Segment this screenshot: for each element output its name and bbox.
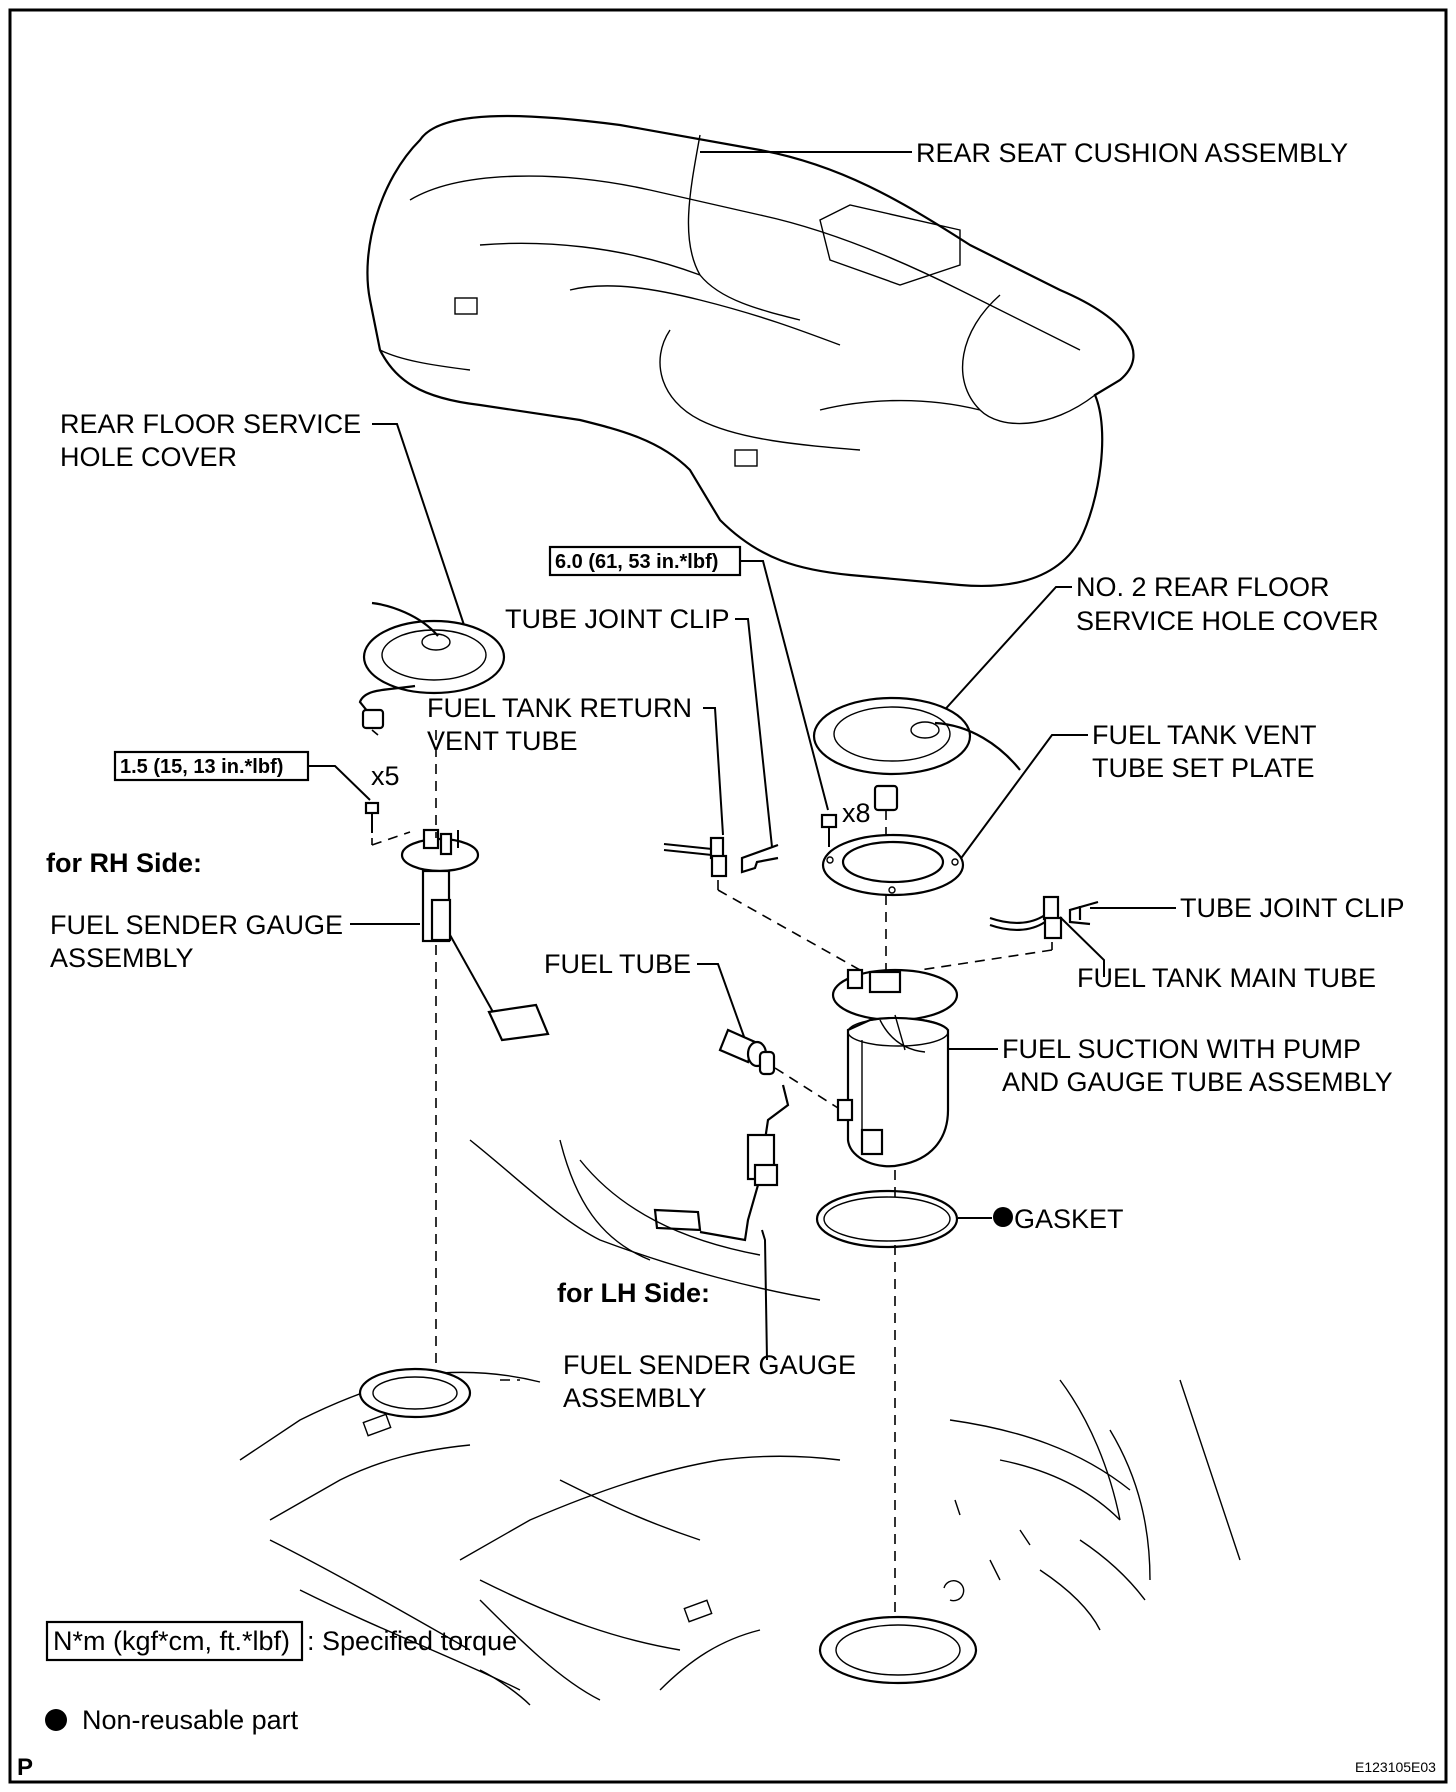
label-return-vent-line2: VENT TUBE xyxy=(427,726,578,756)
tube-joint-clip-right-drawing xyxy=(1068,900,1099,926)
torque-box-6-0 xyxy=(548,545,742,577)
legend-nonreusable-text: Non-reusable part xyxy=(82,1705,299,1735)
label-sender-lh-line1: FUEL SENDER GAUGE xyxy=(563,1350,856,1380)
rear-seat-cushion-drawing xyxy=(366,114,1135,587)
tube-joint-clip-left-drawing xyxy=(740,843,779,874)
figure-id: E123105E03 xyxy=(1355,1759,1436,1775)
fuel-tank-return-vent-tube-drawing xyxy=(663,836,728,878)
label-sender-lh-line2: ASSEMBLY xyxy=(563,1383,707,1413)
label-suction-line2: AND GAUGE TUBE ASSEMBLY xyxy=(1002,1067,1393,1097)
vehicle-floor-drawing xyxy=(239,1139,1241,1706)
qty-x8: x8 xyxy=(842,798,871,828)
qty-x5: x5 xyxy=(371,761,400,791)
bolt-x8-drawing xyxy=(820,813,838,847)
label-vent-plate-line2: TUBE SET PLATE xyxy=(1092,753,1315,783)
label-rear-floor-cover-line1: REAR FLOOR SERVICE xyxy=(60,409,361,439)
torque-box-1-5 xyxy=(113,750,310,782)
label-gasket: GASKET xyxy=(1014,1204,1124,1234)
label-tube-joint-clip-right: TUBE JOINT CLIP xyxy=(1180,893,1405,923)
fuel-tank-vent-tube-set-plate-drawing xyxy=(821,833,965,897)
label-tube-joint-clip-left: TUBE JOINT CLIP xyxy=(505,604,730,634)
diagram-frame xyxy=(8,8,1448,1784)
bolt-rh-drawing xyxy=(364,801,380,833)
label-no2-cover-line2: SERVICE HOLE COVER xyxy=(1076,606,1379,636)
label-sender-rh-line1: FUEL SENDER GAUGE xyxy=(50,910,343,940)
fuel-tank-main-tube-drawing xyxy=(989,895,1063,940)
label-main-tube: FUEL TANK MAIN TUBE xyxy=(1077,963,1376,993)
label-suction-line1: FUEL SUCTION WITH PUMP xyxy=(1002,1034,1361,1064)
legend-torque-desc: : Specified torque xyxy=(307,1626,517,1656)
label-rear-seat-cushion: REAR SEAT CUSHION ASSEMBLY xyxy=(916,138,1348,168)
fuel-sender-gauge-rh-drawing xyxy=(400,828,550,1042)
label-vent-plate-line1: FUEL TANK VENT xyxy=(1092,720,1317,750)
legend-torque-unit: N*m (kgf*cm, ft.*lbf) xyxy=(53,1626,290,1656)
label-lh-side: for LH Side: xyxy=(557,1278,710,1308)
label-return-vent-line1: FUEL TANK RETURN xyxy=(427,693,692,723)
label-fuel-tube: FUEL TUBE xyxy=(544,949,691,979)
fuel-sender-gauge-lh-drawing xyxy=(653,1084,790,1242)
nonreusable-mark-gasket xyxy=(993,1207,1013,1227)
torque-value-1-5: 1.5 (15, 13 in.*lbf) xyxy=(120,756,283,778)
fuel-tube-drawing xyxy=(718,1028,776,1076)
torque-value-6-0: 6.0 (61, 53 in.*lbf) xyxy=(555,551,718,573)
legend-nonreusable-dot xyxy=(45,1709,67,1731)
label-sender-rh-line2: ASSEMBLY xyxy=(50,943,194,973)
rear-floor-service-hole-cover-drawing xyxy=(358,601,506,730)
legend-torque-box xyxy=(45,1620,304,1662)
page-mark: P xyxy=(17,1754,33,1781)
label-rh-side: for RH Side: xyxy=(46,848,202,878)
fuel-suction-pump-assembly-drawing xyxy=(831,968,959,1168)
gasket-drawing xyxy=(815,1189,959,1249)
no2-rear-floor-service-hole-cover-drawing xyxy=(812,696,1021,812)
label-rear-floor-cover-line2: HOLE COVER xyxy=(60,442,237,472)
label-no2-cover-line1: NO. 2 REAR FLOOR xyxy=(1076,572,1330,602)
